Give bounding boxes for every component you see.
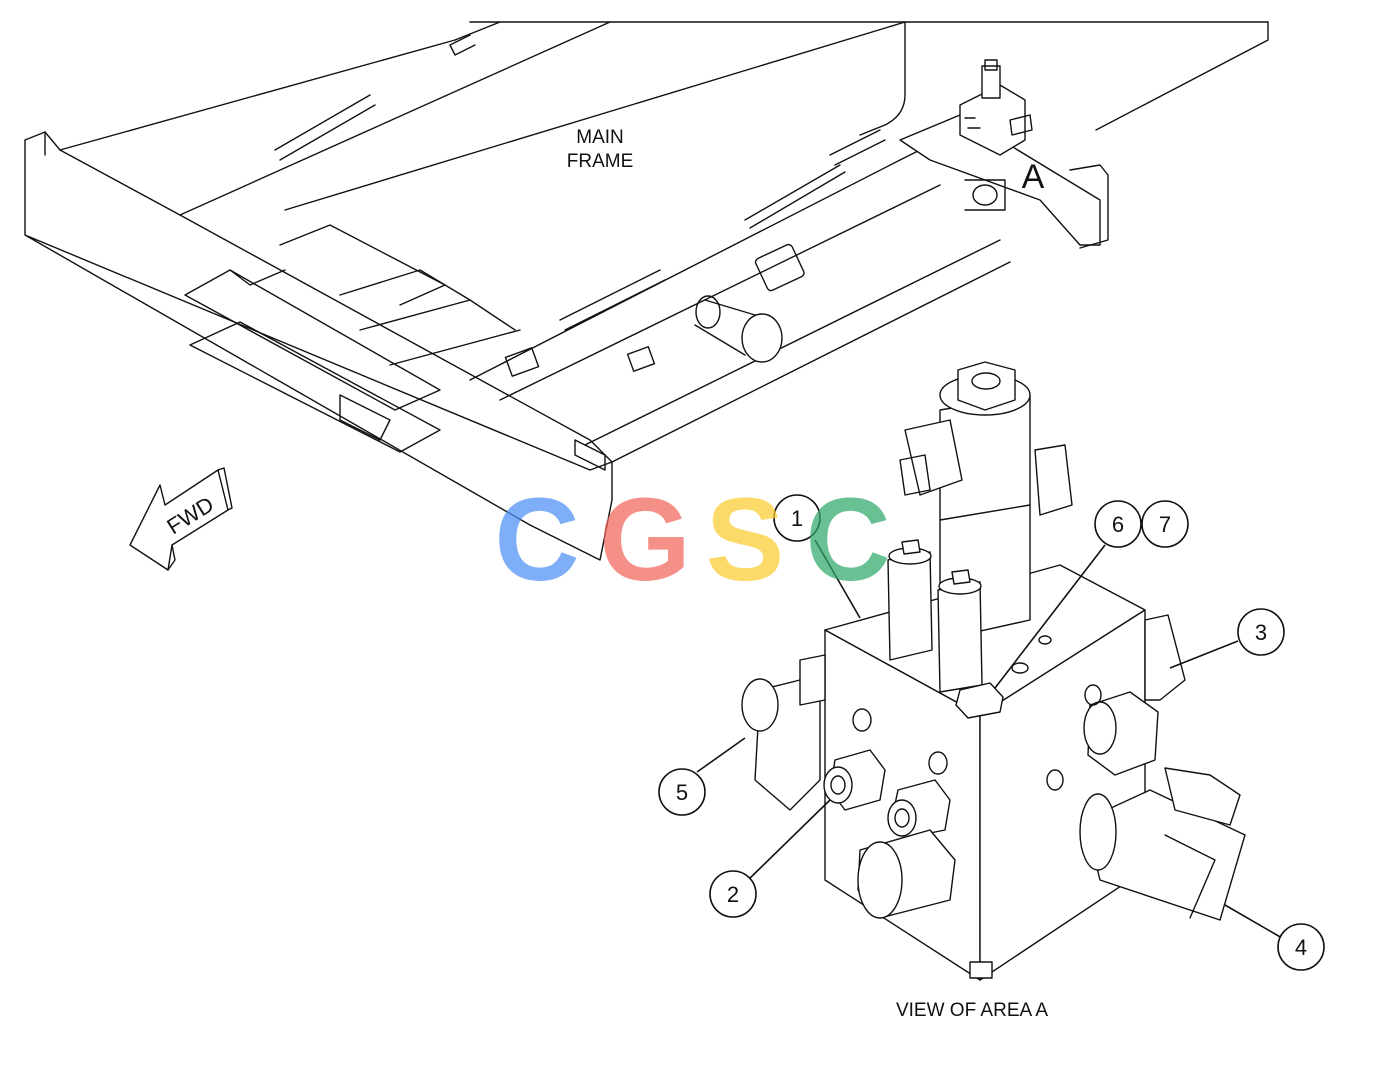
callout-2-number: 2 [727,882,739,907]
main-frame-label-line1: MAIN [576,127,624,148]
callout-3-number: 3 [1255,620,1267,645]
main-frame-drawing [24,21,1269,561]
callout-4: 4 [1277,923,1325,971]
callout-7: 7 [1141,500,1189,548]
forward-arrow-icon [129,467,233,571]
watermark-letter-c1: C [494,474,579,606]
valve-block-drawing [741,361,1246,981]
watermark-letter-c2: C [805,474,890,606]
view-caption: VIEW OF AREA A [896,1000,1048,1021]
callouts: 1 2 3 4 5 6 7 [658,494,1325,971]
main-frame-label-line2: FRAME [567,151,634,172]
callout-2: 2 [709,870,757,918]
callout-4-number: 4 [1295,935,1307,960]
callout-5: 5 [658,768,706,816]
callout-6: 6 [1094,500,1142,548]
callout-5-number: 5 [676,780,688,805]
callout-1: 1 [773,494,821,542]
watermark-letter-s: S [706,474,785,606]
callout-7-number: 7 [1159,512,1171,537]
callout-1-number: 1 [791,506,803,531]
watermark-logo: C G S C [494,474,890,606]
watermark-letter-g: G [599,474,691,606]
callout-3: 3 [1237,608,1285,656]
area-a-marker: A [1022,158,1045,196]
callout-6-number: 6 [1112,512,1124,537]
